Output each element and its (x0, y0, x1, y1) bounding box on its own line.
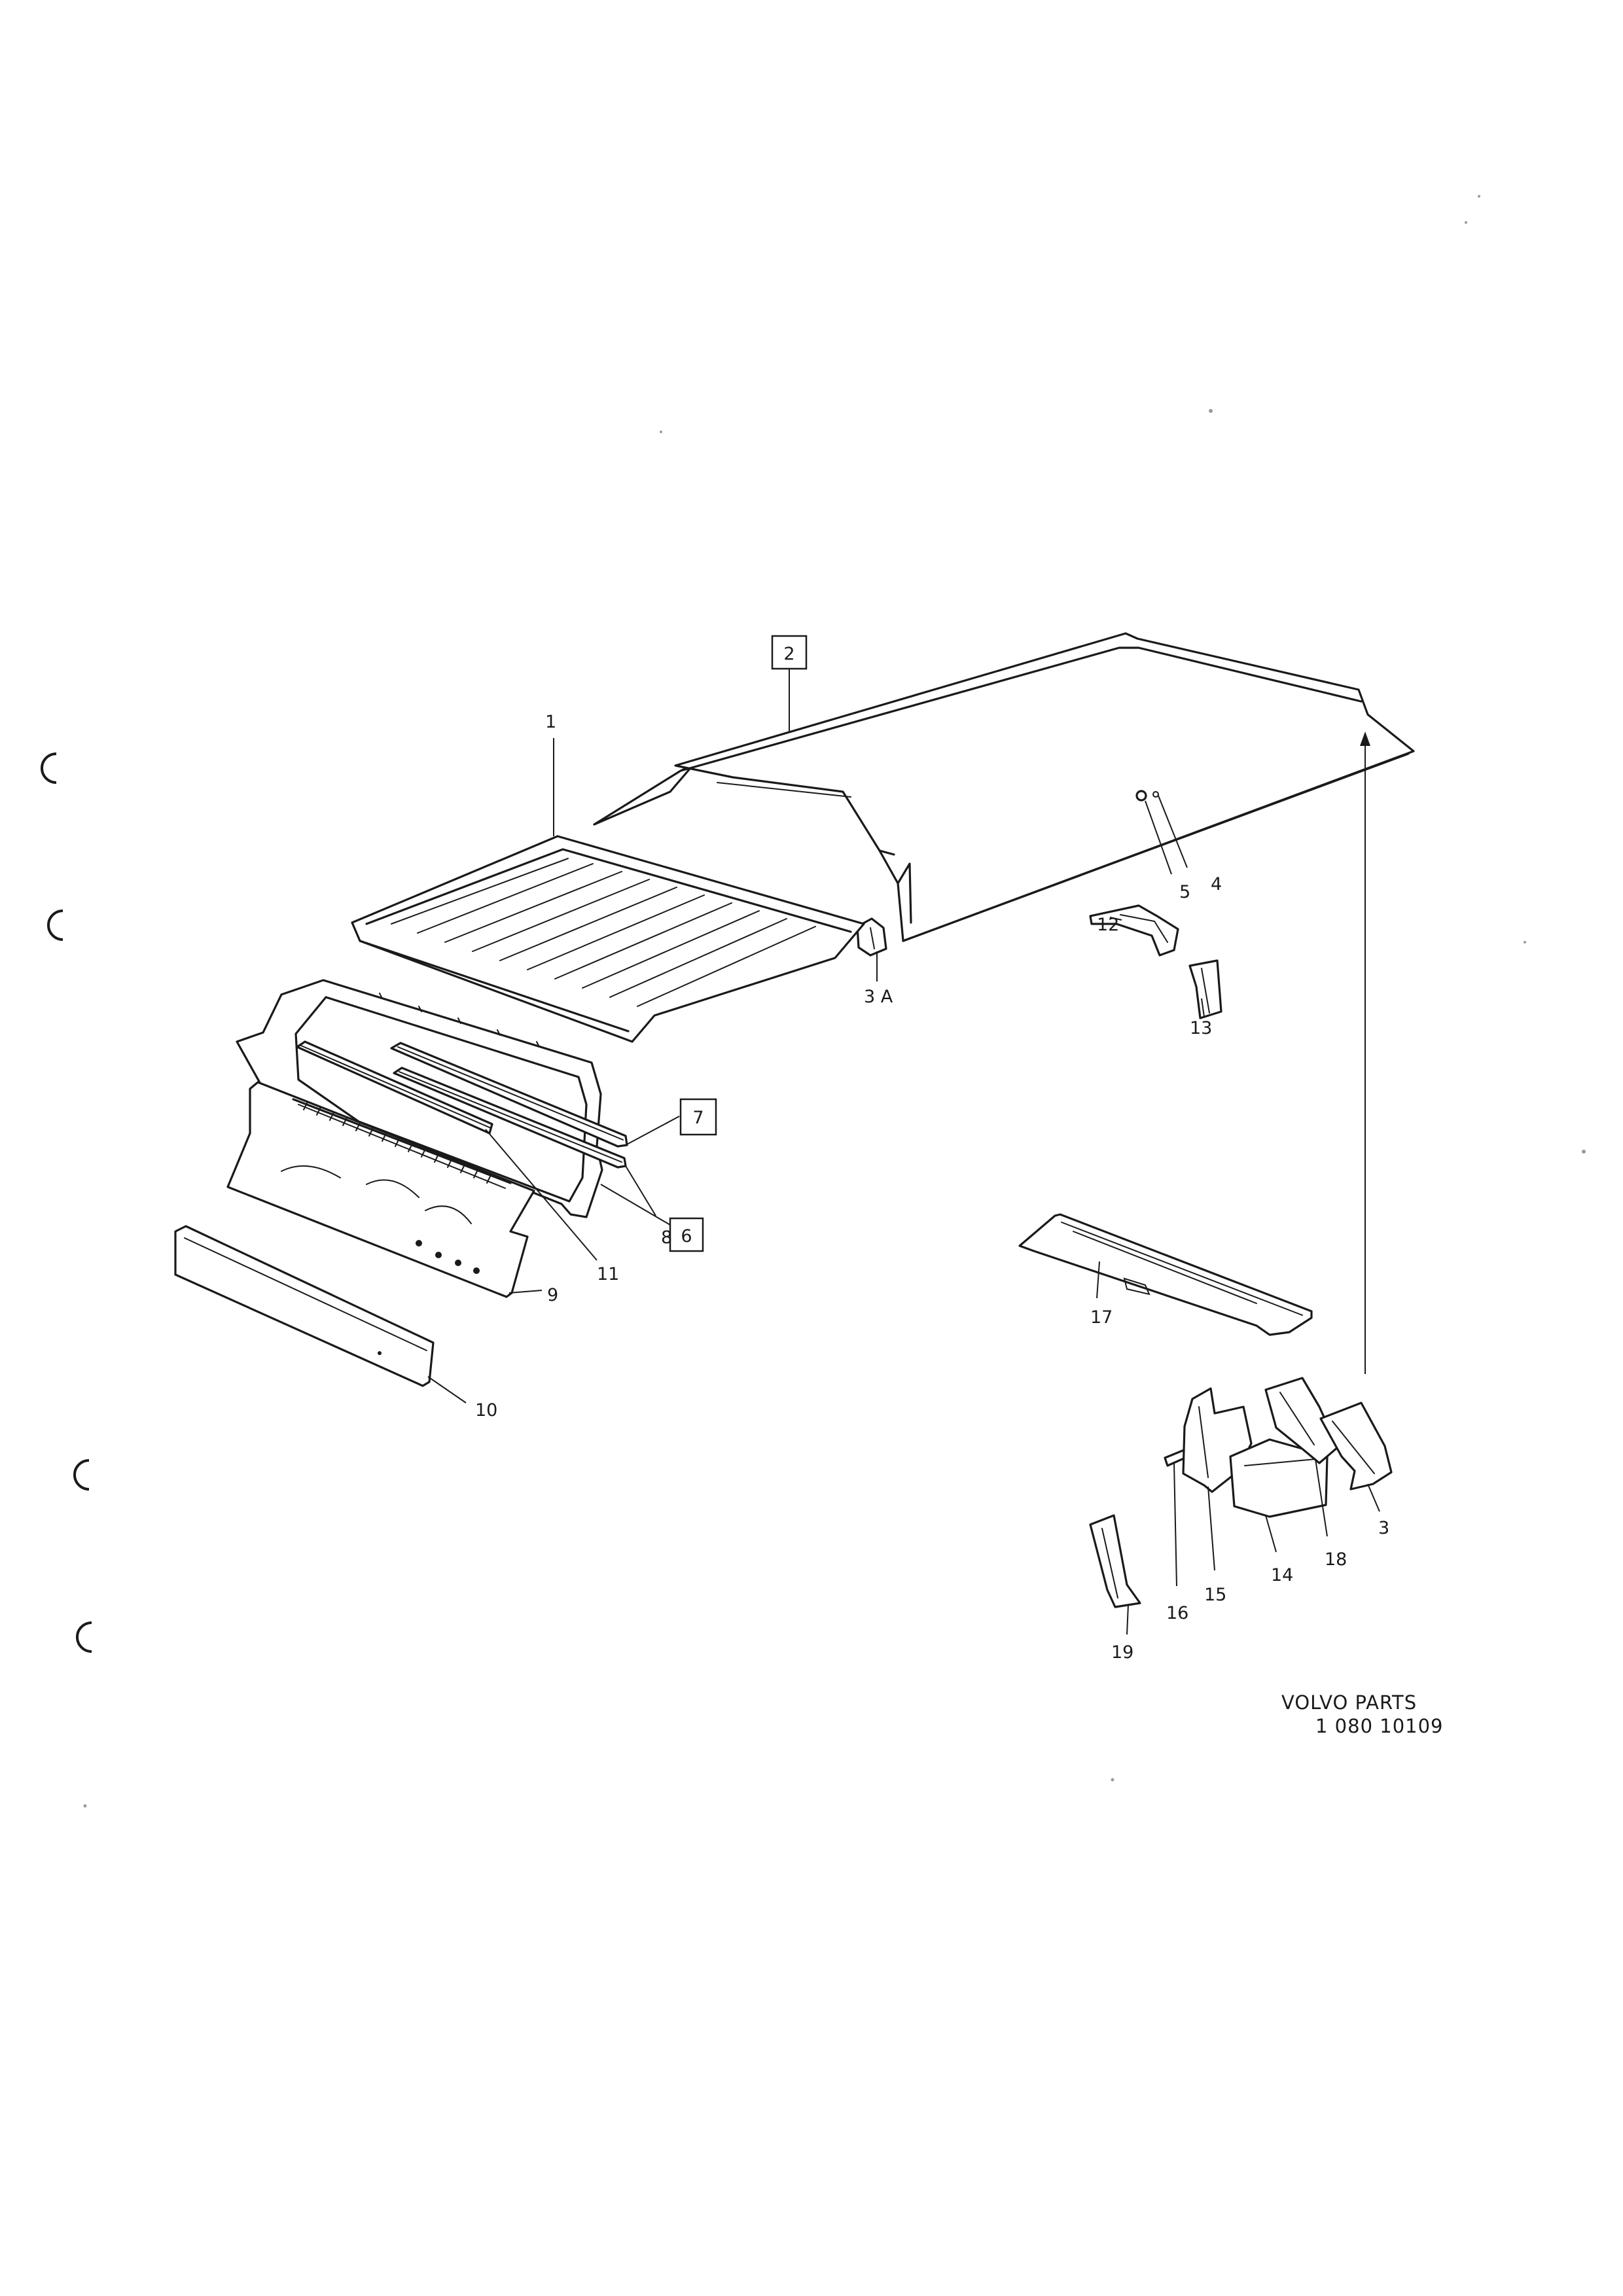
part-labels: 1 2 3 A 3 4 5 6 7 8 9 10 11 12 13 14 15 … (475, 644, 1389, 1663)
part-2-roof-panel (593, 632, 1415, 942)
label-part-15: 15 (1204, 1585, 1226, 1605)
footer-brand: VOLVO PARTS (1281, 1691, 1417, 1714)
label-part-14: 14 (1271, 1565, 1293, 1585)
punch-hole-mark (76, 1621, 92, 1653)
label-part-17: 17 (1090, 1307, 1113, 1328)
part-13-pillar (1188, 959, 1222, 1019)
leader-lines (427, 669, 1380, 1635)
label-part-10: 10 (475, 1400, 497, 1421)
label-part-3: 3 (1378, 1518, 1389, 1538)
label-frame-6 (669, 1217, 704, 1252)
part-18-panel (1264, 1377, 1339, 1464)
part-7-8-mouldings (390, 1042, 628, 1169)
label-part-9: 9 (547, 1285, 558, 1305)
scan-specks (83, 195, 1586, 1808)
part-19-lower-pillar (1089, 1514, 1141, 1608)
punch-hole-mark (41, 752, 57, 784)
label-part-7: 7 (692, 1108, 704, 1128)
part-3a-bracket (856, 917, 887, 957)
footer-number: 1 080 10109 (1315, 1715, 1444, 1737)
label-part-4: 4 (1211, 874, 1222, 894)
part-11-seal-strip (296, 1040, 493, 1135)
label-part-2: 2 (783, 644, 794, 664)
binder-hole-marks (41, 752, 92, 1653)
label-frame-7 (679, 1098, 717, 1136)
part-9-rear-panel (226, 1081, 535, 1298)
label-part-5: 5 (1179, 882, 1190, 902)
label-part-16: 16 (1166, 1603, 1188, 1623)
punch-hole-mark (47, 910, 63, 941)
label-part-12: 12 (1097, 915, 1119, 935)
pillar-assembly-parts (1164, 1377, 1393, 1518)
part-3-panel (1319, 1402, 1393, 1491)
label-part-18: 18 (1325, 1549, 1347, 1570)
part-14-panel (1229, 1438, 1329, 1518)
part-10-valance (174, 1225, 435, 1387)
label-part-6: 6 (681, 1226, 692, 1246)
part-1-ribbed-roof (351, 835, 865, 1043)
footer: VOLVO PARTS 1 080 10109 (1281, 1691, 1444, 1737)
label-part-13: 13 (1190, 1018, 1212, 1038)
label-part-8: 8 (661, 1227, 672, 1248)
label-part-1: 1 (545, 712, 556, 732)
label-part-19: 19 (1111, 1642, 1133, 1663)
part-17-cross-member (1018, 1213, 1313, 1336)
label-part-3a: 3 A (864, 987, 893, 1007)
label-frame-2 (771, 635, 808, 670)
punch-hole-mark (73, 1459, 90, 1491)
label-part-11: 11 (597, 1264, 619, 1284)
label-frames (669, 635, 808, 1252)
